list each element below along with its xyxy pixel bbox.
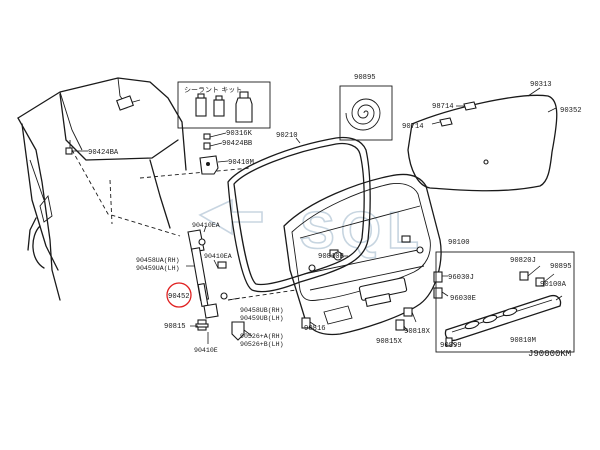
label-90210: 90210 xyxy=(276,132,298,140)
label-90810b: 90810B xyxy=(318,253,345,261)
label-90100a: 90100A xyxy=(540,281,567,289)
clip-90815-icon xyxy=(195,319,209,331)
label-90815: 90815 xyxy=(164,323,186,331)
clip-98714-icon xyxy=(463,101,477,111)
watermark-logo-icon xyxy=(198,198,263,236)
label-90526b: 90526+B(LH) xyxy=(240,341,284,348)
bumper-96030-icon xyxy=(433,271,443,299)
label-90895-finisher: 90895 xyxy=(550,263,572,271)
label-90815x: 90815X xyxy=(376,338,403,346)
label-96030e: 96030E xyxy=(450,295,476,303)
clip-90815x-icon xyxy=(395,319,405,331)
label-98714: 98714 xyxy=(432,103,454,111)
label-90410ea-top: 90410EA xyxy=(192,222,220,229)
label-96030j: 96030J xyxy=(448,274,474,282)
label-90526a: 90526+A(RH) xyxy=(240,333,284,340)
sealant-kit-box: シーラント キット xyxy=(177,81,271,129)
label-90410e: 90410E xyxy=(194,347,218,354)
label-90459ub: 90459UB(LH) xyxy=(240,315,284,322)
label-90452: 90452 xyxy=(168,293,190,301)
label-90410m: 90410M xyxy=(228,159,254,167)
label-90410ea-mid: 90410EA xyxy=(204,253,232,260)
clip-90818x-icon xyxy=(403,307,413,317)
lock-90410m-icon xyxy=(199,155,219,175)
label-90899: 90899 xyxy=(440,342,462,350)
vehicle-body-outline xyxy=(17,77,187,301)
highlight-circle xyxy=(166,282,192,308)
diagram-code: J90000KM xyxy=(528,349,571,359)
clip-90816-icon xyxy=(301,317,311,329)
label-90458ub: 90458UB(RH) xyxy=(240,307,284,314)
hinge-bracket xyxy=(116,95,134,111)
clip-90424bb-icon xyxy=(203,142,211,150)
weatherstrip-seal xyxy=(227,136,371,293)
sealant-bottle-icon xyxy=(235,97,253,123)
back-door-finisher xyxy=(444,294,562,342)
label-90424ba: 90424BA xyxy=(88,149,119,157)
finisher-box xyxy=(435,251,575,353)
label-90895: 90895 xyxy=(354,74,376,82)
label-90714: 90714 xyxy=(402,123,424,131)
label-90459ua: 90459UA(LH) xyxy=(136,265,180,272)
label-90100: 90100 xyxy=(448,239,470,247)
label-90820j: 90820J xyxy=(510,257,536,265)
spiral-tape-icon xyxy=(345,98,381,131)
sealant-tape-box xyxy=(339,85,393,141)
label-90818x: 90818X xyxy=(404,328,431,336)
sealant-tube-icon xyxy=(195,97,207,117)
label-90424bb: 90424BB xyxy=(222,140,253,148)
label-90458ua: 90458UA(RH) xyxy=(136,257,180,264)
label-90816: 90816 xyxy=(304,325,326,333)
clip-90714-icon xyxy=(439,117,453,127)
label-90313: 90313 xyxy=(530,81,552,89)
clip-90316k-icon xyxy=(203,133,211,140)
clip-90424ba-icon xyxy=(65,147,73,155)
clip-90820j-icon xyxy=(519,271,529,281)
label-90316k: 90316K xyxy=(226,130,253,138)
back-window-glass xyxy=(407,94,558,192)
bolt-90526-icon xyxy=(231,321,245,341)
sealant-primer-icon xyxy=(213,99,225,117)
label-90810m: 90810M xyxy=(510,337,536,345)
sealant-kit-label: シーラント キット xyxy=(184,86,242,94)
gas-stay-strut xyxy=(187,229,228,319)
label-90352: 90352 xyxy=(560,107,582,115)
